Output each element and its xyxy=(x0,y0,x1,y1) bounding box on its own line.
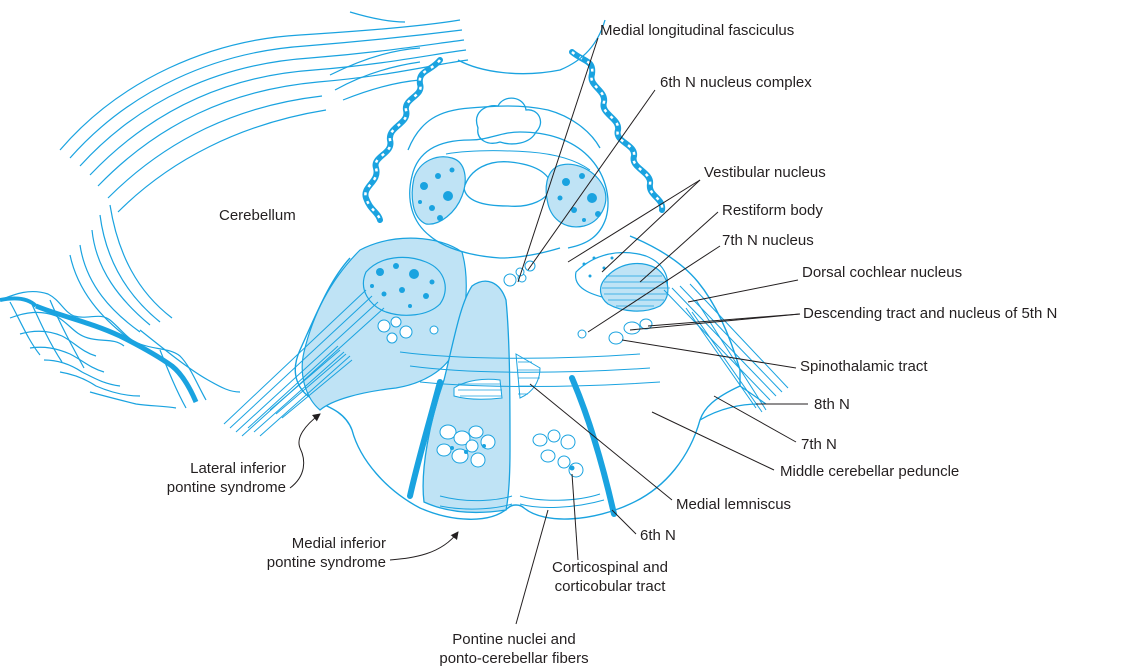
label-dorsal-cochlear-nucleus: Dorsal cochlear nucleus xyxy=(802,263,962,282)
label-pontine-line2: ponto-cerebellar fibers xyxy=(424,649,604,668)
label-medial-lemniscus: Medial lemniscus xyxy=(676,495,791,514)
label-seventh-nerve-nucleus: 7th N nucleus xyxy=(722,231,814,250)
label-cerebellum: Cerebellum xyxy=(219,206,296,225)
lateral-syndrome-arrow xyxy=(290,414,320,488)
label-descending-tract-fifth-nerve: Descending tract and nucleus of 5th N xyxy=(803,304,1057,323)
label-medial-inferior-pontine-syndrome: Medial inferior pontine syndrome xyxy=(240,534,386,572)
label-corticospinal-tract: Corticospinal and corticobular tract xyxy=(540,558,680,596)
label-sixth-nerve-nucleus-complex: 6th N nucleus complex xyxy=(660,73,812,92)
label-medial-syndrome-line2: pontine syndrome xyxy=(240,553,386,572)
label-sixth-nerve: 6th N xyxy=(640,526,676,545)
cerebellar-folia-artwork xyxy=(0,292,206,408)
label-lateral-inferior-pontine-syndrome: Lateral inferior pontine syndrome xyxy=(136,459,286,497)
sixth-nerve-right-artwork xyxy=(572,378,614,514)
label-lateral-syndrome-line2: pontine syndrome xyxy=(136,478,286,497)
label-seventh-nerve: 7th N xyxy=(801,435,837,454)
fourth-ventricle-outline xyxy=(458,20,605,74)
label-lateral-syndrome-line1: Lateral inferior xyxy=(136,459,286,478)
medial-syndrome-arrow xyxy=(390,532,458,560)
label-medial-syndrome-line1: Medial inferior xyxy=(240,534,386,553)
label-medial-longitudinal-fasciculus: Medial longitudinal fasciculus xyxy=(600,21,794,40)
label-corticospinal-line2: corticobular tract xyxy=(540,577,680,596)
label-pontine-nuclei: Pontine nuclei and ponto-cerebellar fibe… xyxy=(424,630,604,668)
label-vestibular-nucleus: Vestibular nucleus xyxy=(704,163,826,182)
label-restiform-body: Restiform body xyxy=(722,201,823,220)
cerebellar-folia-vessel xyxy=(36,306,196,402)
label-middle-cerebellar-peduncle: Middle cerebellar peduncle xyxy=(780,462,959,481)
label-eighth-nerve: 8th N xyxy=(814,395,850,414)
label-pontine-line1: Pontine nuclei and xyxy=(424,630,604,649)
label-corticospinal-line1: Corticospinal and xyxy=(540,558,680,577)
label-spinothalamic-tract: Spinothalamic tract xyxy=(800,357,928,376)
